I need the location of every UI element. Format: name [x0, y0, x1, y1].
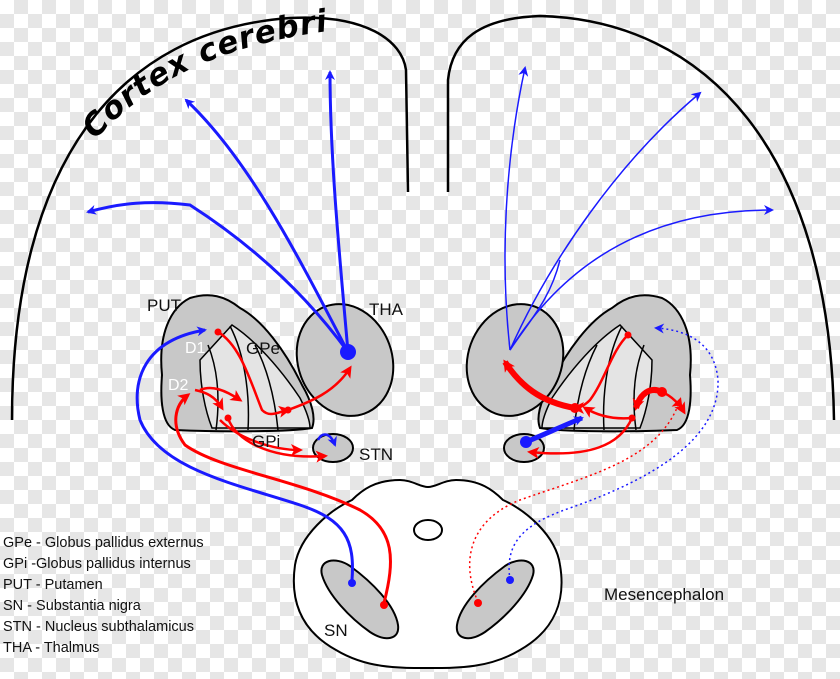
legend-item: GPe - Globus pallidus externus — [3, 535, 204, 551]
right-gp-division-1 — [602, 325, 623, 431]
right-sn-dot-red — [474, 599, 482, 607]
right-sn-dot-blue — [506, 576, 514, 584]
right-tha-node — [570, 403, 580, 413]
right-gpe-to-gpi — [582, 406, 633, 420]
left-d1-to-gpi — [217, 330, 291, 418]
tc-arrow-3 — [325, 70, 350, 353]
right-stn-dot — [520, 436, 532, 448]
left-gpi-dot — [284, 406, 292, 414]
right-substantia-nigra — [455, 559, 535, 640]
left-substantia-nigra — [320, 559, 400, 640]
cortex-title: Cortex cerebri — [75, 3, 330, 145]
legend-item: GPi -Globus pallidus internus — [3, 556, 191, 572]
right-gpe-to-stn — [527, 417, 634, 459]
tc-arrow-7 — [509, 259, 561, 351]
legend-item: PUT - Putamen — [3, 577, 103, 593]
right-d1-dot — [624, 331, 632, 339]
aqueduct — [413, 519, 443, 541]
label-sn: SN — [324, 621, 348, 640]
tc-arrow-2 — [184, 98, 350, 353]
legend-item: STN - Nucleus subthalamicus — [3, 619, 194, 635]
left-gpi-stn-link — [316, 433, 337, 447]
left-sn-dot-red — [380, 601, 388, 609]
right-nigrostriatal-blue-dotted — [508, 323, 719, 581]
left-nigrostriatal-blue — [135, 326, 354, 581]
tc-arrow-4 — [504, 66, 529, 351]
left-d1-dot — [214, 328, 222, 336]
left-gpi-to-tha — [287, 365, 352, 412]
label-d1: D1 — [185, 340, 206, 357]
label-gpe: GPe — [246, 339, 280, 358]
left-stn-to-gpi — [219, 419, 303, 456]
right-d2-dot — [657, 387, 667, 397]
label-mesencephalon: Mesencephalon — [604, 585, 725, 604]
left-gpe-to-stn — [226, 417, 328, 463]
left-d2-to-gpe-2 — [199, 386, 243, 402]
abbreviation-legend: GPe - Globus pallidus externus GPi -Glob… — [3, 533, 204, 659]
left-sn-dot-blue — [348, 579, 356, 587]
left-thalamocortical-projections — [86, 70, 356, 360]
right-gpe-dot — [628, 414, 636, 422]
left-globus-pallidus — [199, 324, 311, 429]
left-nigrostriatal-red — [174, 393, 392, 604]
tc-arrow-1 — [86, 201, 350, 353]
label-tha: THA — [369, 300, 404, 319]
left-d2-to-gpe-1 — [194, 388, 224, 411]
cortex-title-text: Cortex cerebri — [75, 3, 329, 145]
right-gpi-to-tha-thick — [502, 359, 576, 411]
right-globus-pallidus — [541, 324, 653, 429]
legend-item: SN - Substantia nigra — [3, 598, 141, 614]
cortex-left-outline — [10, 16, 410, 421]
right-thalamus — [465, 303, 565, 417]
label-stn: STN — [359, 445, 393, 464]
cortex-right-outline — [446, 14, 836, 421]
left-gp-division-3 — [207, 344, 219, 431]
right-basal-ganglia — [465, 294, 692, 463]
tc-origin-left — [340, 344, 356, 360]
left-gpe-dot — [224, 414, 232, 422]
left-gp-division-1 — [229, 325, 250, 431]
right-gp-division-3 — [633, 344, 645, 431]
left-gp-division-2 — [254, 344, 279, 431]
right-thalamocortical-projections — [504, 66, 774, 351]
label-put: PUT — [147, 296, 181, 315]
label-gpi: GPi — [252, 432, 280, 451]
tc-arrow-5 — [509, 91, 702, 351]
label-d2: D2 — [168, 377, 189, 394]
legend-item: THA - Thalmus — [3, 640, 100, 656]
